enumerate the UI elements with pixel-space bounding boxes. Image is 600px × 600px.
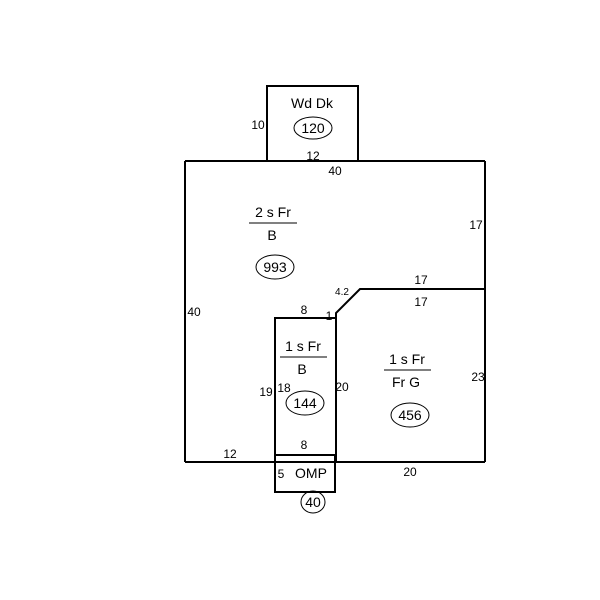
deck-area: 120 <box>301 120 325 136</box>
dim-house-right: 17 <box>469 218 483 232</box>
dim-add-step: 1 <box>326 309 333 323</box>
dim-house-top: 40 <box>328 164 342 178</box>
dim-deck-side: 10 <box>251 118 265 132</box>
wood-deck-outline <box>266 85 359 161</box>
house-basement-label: B <box>267 227 276 243</box>
porch-area: 40 <box>305 494 321 510</box>
dim-step-top: 17 <box>414 273 428 287</box>
dim-garage-right: 23 <box>471 370 485 384</box>
dim-house-left: 40 <box>187 305 201 319</box>
deck-area-ellipse <box>293 116 333 140</box>
dim-house-bottom-left: 12 <box>223 447 237 461</box>
addition-outline <box>274 317 336 462</box>
dim-diag: 4.2 <box>335 287 349 298</box>
dim-deck-bottom: 12 <box>306 149 320 163</box>
dim-add-outer: 19 <box>259 385 273 399</box>
addition-area-ellipse <box>285 390 325 416</box>
porch-label: OMP <box>295 465 327 481</box>
addition-basement-label: B <box>297 361 306 377</box>
house-area: 993 <box>263 259 287 275</box>
deck-label: Wd Dk <box>291 95 334 111</box>
dim-house-bottom-right: 20 <box>403 465 417 479</box>
garage-area-ellipse <box>390 402 430 428</box>
house-area-ellipse <box>255 254 295 280</box>
dim-add-top: 8 <box>301 303 308 317</box>
garage-basement-label: Fr G <box>392 374 420 390</box>
house-story-label: 2 s Fr <box>255 204 291 220</box>
dim-porch-side: 5 <box>278 467 285 481</box>
dim-add-inner: 18 <box>277 381 291 395</box>
dim-add-right: 20 <box>335 380 349 394</box>
porch-outline <box>274 454 336 493</box>
dim-add-bottom: 8 <box>301 438 308 452</box>
garage-boundary <box>335 288 485 462</box>
addition-area: 144 <box>293 395 317 411</box>
dim-step-under: 17 <box>414 295 428 309</box>
garage-area: 456 <box>398 407 422 423</box>
addition-story-label: 1 s Fr <box>285 338 321 354</box>
porch-area-ellipse <box>300 490 326 514</box>
garage-story-label: 1 s Fr <box>389 351 425 367</box>
